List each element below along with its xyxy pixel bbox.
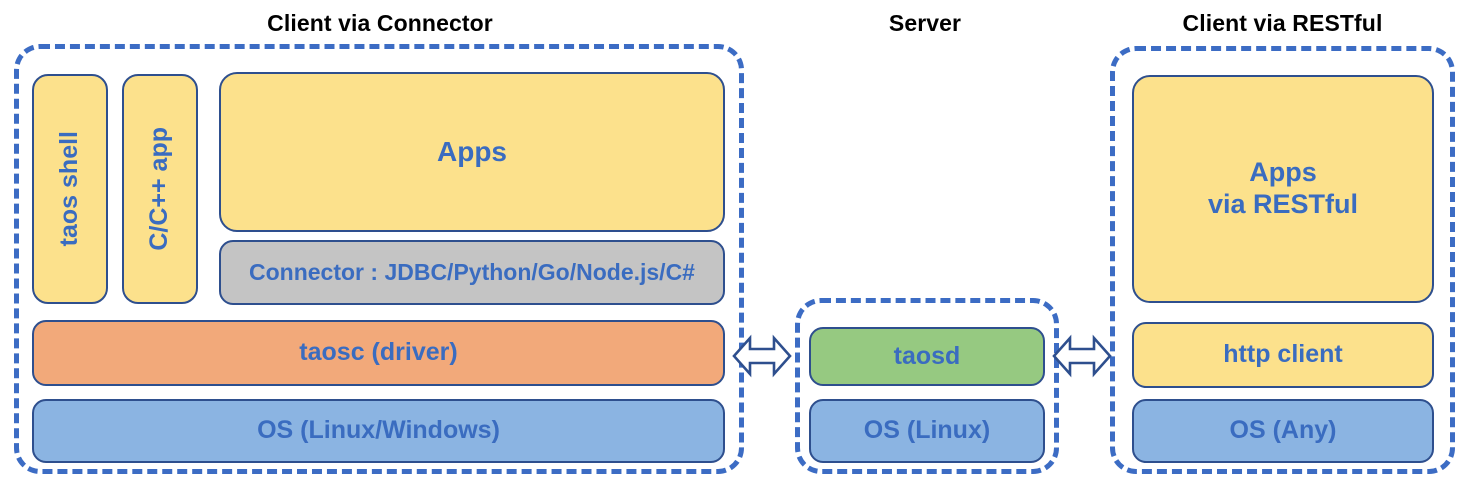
block-c-cpp-app[interactable]: C/C++ app xyxy=(122,74,198,304)
block-os-any-label: OS (Any) xyxy=(1229,416,1337,445)
block-c-cpp-app-label: C/C++ app xyxy=(145,127,174,251)
block-apps-via-restful[interactable]: Apps via RESTful xyxy=(1132,75,1434,303)
block-os-linux[interactable]: OS (Linux) xyxy=(809,399,1045,463)
block-os-linux-windows-label: OS (Linux/Windows) xyxy=(257,416,500,445)
block-taosc-driver[interactable]: taosc (driver) xyxy=(32,320,725,386)
block-taosc-driver-label: taosc (driver) xyxy=(299,338,458,367)
panel-title-client-via-connector: Client via Connector xyxy=(267,10,493,36)
double-headed-arrow-icon xyxy=(732,328,792,384)
block-os-linux-windows[interactable]: OS (Linux/Windows) xyxy=(32,399,725,463)
block-taosd-label: taosd xyxy=(893,341,961,370)
block-taos-shell[interactable]: taos shell xyxy=(32,74,108,304)
block-os-any[interactable]: OS (Any) xyxy=(1132,399,1434,463)
block-apps-label: Apps xyxy=(437,136,507,168)
panel-client-via-connector xyxy=(14,44,744,474)
block-taosd[interactable]: taosd xyxy=(809,327,1045,386)
block-taos-shell-label: taos shell xyxy=(55,131,84,247)
block-connector[interactable]: Connector : JDBC/Python/Go/Node.js/C# xyxy=(219,240,725,305)
block-os-linux-label: OS (Linux) xyxy=(863,416,991,445)
block-apps-via-restful-line1: Apps xyxy=(1249,157,1317,188)
panel-title-client-via-restful: Client via RESTful xyxy=(1182,10,1383,36)
double-headed-arrow-icon xyxy=(1052,328,1112,384)
block-apps-via-restful-line2: via RESTful xyxy=(1207,189,1359,219)
block-apps[interactable]: Apps xyxy=(219,72,725,232)
block-apps-via-restful-label: Apps via RESTful xyxy=(1208,157,1358,221)
block-http-client[interactable]: http client xyxy=(1132,322,1434,388)
panel-server xyxy=(795,298,1059,474)
block-connector-label: Connector : JDBC/Python/Go/Node.js/C# xyxy=(249,258,695,285)
block-http-client-label: http client xyxy=(1223,340,1343,369)
panel-title-server: Server xyxy=(888,10,962,36)
panel-client-via-restful xyxy=(1110,46,1455,474)
